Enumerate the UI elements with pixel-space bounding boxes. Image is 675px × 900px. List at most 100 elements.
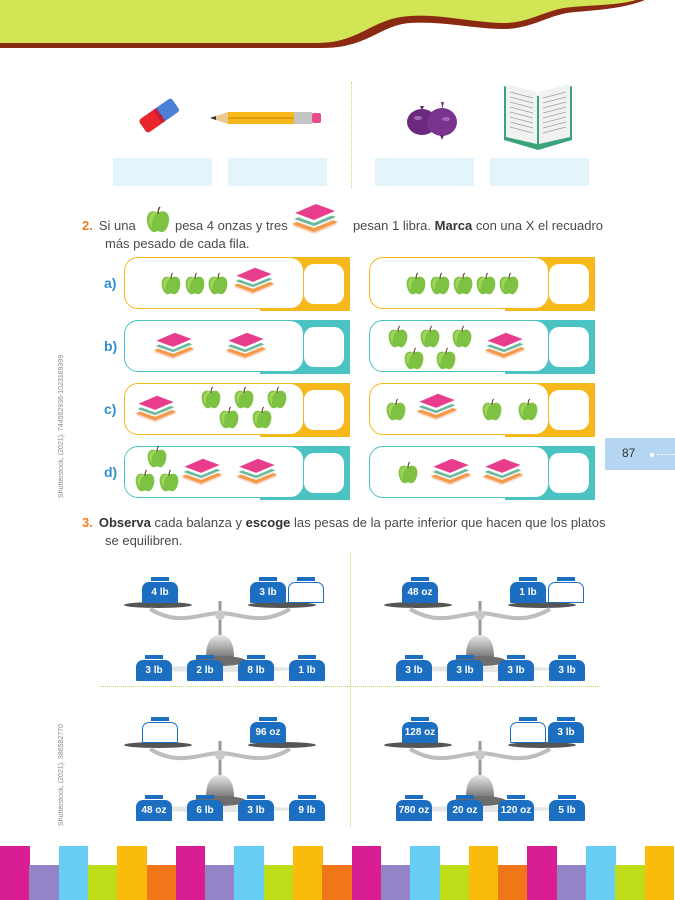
weight-label: 5 lb: [549, 800, 585, 821]
item-group: [377, 260, 545, 308]
apple-icon: [158, 469, 180, 493]
empty-weight-slot[interactable]: [510, 717, 546, 743]
apple-icon: [405, 272, 427, 296]
weight-label: [288, 582, 324, 603]
weight-option: 780 oz: [396, 795, 432, 821]
apple-icon: [517, 398, 539, 422]
weight-option: 20 oz: [447, 795, 483, 821]
pan-weight: 48 oz: [402, 577, 438, 603]
answer-box-onions[interactable]: [375, 158, 474, 186]
weight-label: 9 lb: [289, 800, 325, 821]
item-group: [132, 386, 300, 434]
weight-label: 48 oz: [402, 582, 438, 603]
weight-label: 1 lb: [289, 660, 325, 681]
mark-checkbox[interactable]: [304, 264, 344, 304]
pencil-image: [210, 112, 321, 124]
mark-checkbox[interactable]: [304, 327, 344, 367]
comparison-card-right: [369, 320, 595, 374]
apple-icon: [452, 272, 474, 296]
weight-option: 6 lb: [187, 795, 223, 821]
comparison-card-left: [124, 320, 350, 374]
footer-stripe: [468, 846, 499, 900]
pan-weight: 3 lb: [548, 717, 584, 743]
comparison-card-right: [369, 383, 595, 437]
pan-weight: 1 lb: [510, 577, 546, 603]
weight-option: 5 lb: [549, 795, 585, 821]
answer-box-eraser[interactable]: [113, 158, 212, 186]
exercise3-number: 3.: [82, 515, 93, 530]
apple-icon: [251, 406, 273, 430]
answer-box-pencil[interactable]: [228, 158, 327, 186]
item-group: [132, 260, 300, 308]
item-group: [132, 449, 300, 497]
apple-icon: [134, 469, 156, 493]
comparison-card-right: [369, 446, 595, 500]
weight-option: 3 lb: [498, 655, 534, 681]
item-group: [377, 323, 545, 371]
footer-stripe: [87, 865, 118, 900]
weight-label: [548, 582, 584, 603]
books-icon: [483, 331, 527, 361]
weight-label: 3 lb: [250, 582, 286, 603]
image-credit-2: Shutterstock, (2021). 386582770: [58, 724, 65, 826]
pan-weight: 4 lb: [142, 577, 178, 603]
apple-icon: [146, 445, 168, 469]
footer-stripe: [351, 846, 382, 900]
mark-checkbox[interactable]: [549, 327, 589, 367]
exercise3-divider-vertical: [350, 552, 351, 827]
footer-stripe: [263, 865, 294, 900]
apple-icon: [475, 272, 497, 296]
exercise3-instruction: 3.Observa cada balanza y escoge las pesa…: [82, 515, 606, 530]
books-icon: [290, 202, 340, 236]
exercise3-instruction-line2: se equilibren.: [105, 533, 183, 548]
exercise2-instruction-line2: más pesado de cada fila.: [105, 236, 250, 251]
weight-option: 9 lb: [289, 795, 325, 821]
mark-checkbox[interactable]: [304, 390, 344, 430]
footer-stripe: [117, 846, 147, 900]
footer-stripe: [175, 846, 206, 900]
footer-stripe: [205, 865, 235, 900]
mark-checkbox[interactable]: [304, 453, 344, 493]
empty-weight-slot[interactable]: [142, 717, 178, 743]
weight-label: 1 lb: [510, 582, 546, 603]
onions-image: [407, 102, 457, 140]
apple-icon: [403, 347, 425, 371]
empty-weight-slot[interactable]: [548, 577, 584, 603]
apple-icon: [218, 406, 240, 430]
mark-checkbox[interactable]: [549, 264, 589, 304]
footer-stripe: [644, 846, 675, 900]
apple-icon: [419, 325, 441, 349]
comparison-card-left: [124, 257, 350, 311]
weight-option: 3 lb: [447, 655, 483, 681]
books-icon: [415, 392, 459, 422]
weight-label: 2 lb: [187, 660, 223, 681]
footer-stripe: [410, 846, 440, 900]
answer-box-book[interactable]: [490, 158, 589, 186]
weight-label: 8 lb: [238, 660, 274, 681]
apple-icon: [429, 272, 451, 296]
weight-label: 3 lb: [396, 660, 432, 681]
weight-label: 20 oz: [447, 800, 483, 821]
comparison-card-left: [124, 446, 350, 500]
mark-checkbox[interactable]: [549, 390, 589, 430]
empty-weight-slot[interactable]: [288, 577, 324, 603]
footer-stripe: [293, 846, 323, 900]
mark-checkbox[interactable]: [549, 453, 589, 493]
footer-stripe: [556, 865, 587, 900]
exercise2-number: 2.: [82, 218, 93, 233]
weight-label: 3 lb: [549, 660, 585, 681]
apple-icon: [498, 272, 520, 296]
exercise3-divider-horizontal: [100, 686, 600, 687]
image-credit-1: Shutterstock, (2021). 744562936-10231693…: [58, 354, 65, 498]
item-group: [377, 449, 545, 497]
books-icon: [235, 457, 279, 487]
footer-stripes: [0, 846, 675, 900]
comparison-card-right: [369, 257, 595, 311]
row-label: d): [104, 464, 118, 480]
footer-stripe: [498, 865, 528, 900]
weight-option: 3 lb: [396, 655, 432, 681]
pan-weight: 128 oz: [402, 717, 438, 743]
weight-option: 3 lb: [549, 655, 585, 681]
apple-icon: [435, 347, 457, 371]
footer-stripe: [380, 865, 411, 900]
